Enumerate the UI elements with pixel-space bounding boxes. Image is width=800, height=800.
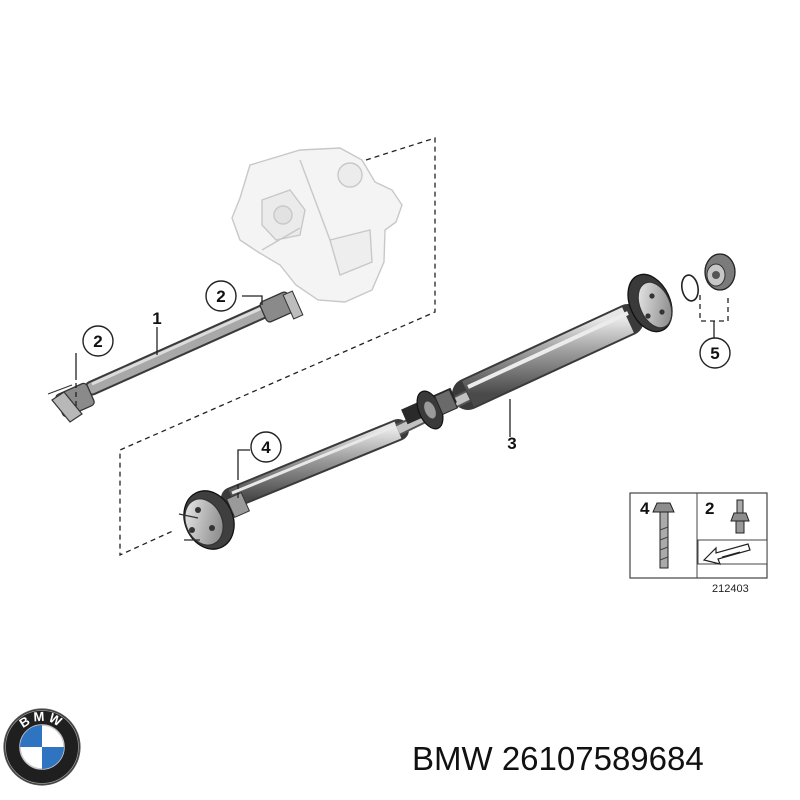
svg-text:2: 2 bbox=[705, 499, 714, 518]
callout-2-upper: 2 bbox=[205, 280, 237, 312]
rear-flexible-disc bbox=[627, 273, 673, 333]
part-number: 26107589684 bbox=[501, 740, 704, 777]
transfer-case bbox=[231, 147, 403, 303]
dashed-group-frame bbox=[119, 137, 436, 557]
callout-5: 5 bbox=[699, 337, 731, 369]
svg-text:5: 5 bbox=[710, 344, 719, 363]
svg-text:3: 3 bbox=[507, 434, 516, 453]
front-shaft-rear-joint bbox=[259, 290, 304, 323]
svg-text:2: 2 bbox=[93, 332, 102, 351]
center-support-bearing bbox=[401, 387, 459, 430]
svg-text:1: 1 bbox=[152, 309, 161, 328]
svg-text:4: 4 bbox=[261, 438, 271, 457]
bolt-icon-2 bbox=[730, 499, 750, 534]
brand-name: BMW bbox=[412, 740, 493, 777]
callout-3: 3 bbox=[507, 434, 516, 453]
bmw-logo: BMW bbox=[3, 708, 81, 786]
front-shaft-front-joint bbox=[47, 382, 95, 423]
fastener-legend: 4 2 212403 bbox=[629, 492, 768, 595]
svg-text:2: 2 bbox=[216, 287, 225, 306]
svg-text:212403: 212403 bbox=[712, 583, 749, 595]
callout-4: 4 bbox=[250, 431, 282, 463]
centering-sleeve-with-ring bbox=[681, 253, 736, 302]
part-caption: BMW 26107589684 bbox=[412, 740, 792, 778]
bolt-icon-4 bbox=[652, 502, 675, 569]
new-part-arrow-icon bbox=[697, 539, 768, 565]
callout-2-left: 2 bbox=[82, 325, 114, 357]
svg-text:BMW: BMW bbox=[17, 709, 68, 731]
leader-lines bbox=[75, 295, 729, 498]
callout-1: 1 bbox=[152, 309, 161, 328]
front-propeller-shaft bbox=[47, 290, 304, 423]
front-flexible-disc bbox=[178, 490, 251, 550]
svg-text:4: 4 bbox=[640, 499, 650, 518]
